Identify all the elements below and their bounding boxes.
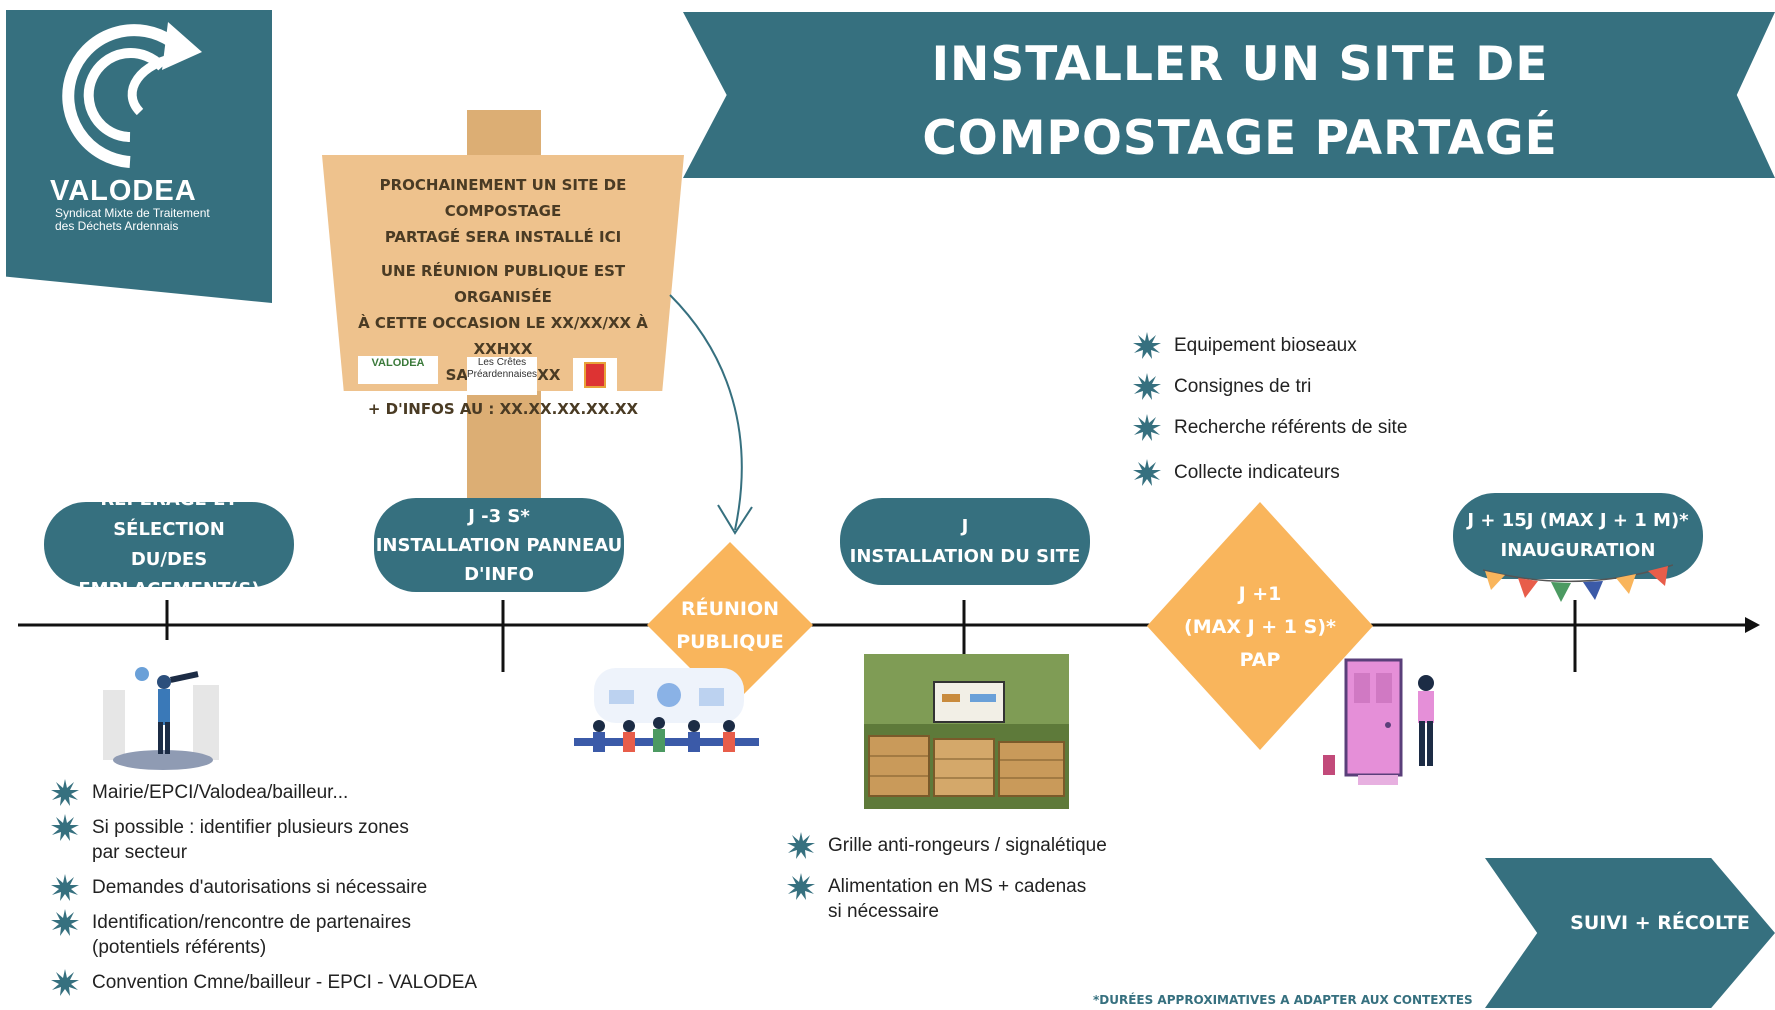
list-item: Collecte indicateurs [1132, 459, 1462, 486]
bunting-icon [1483, 564, 1673, 602]
list-item-text: Mairie/EPCI/Valodea/bailleur... [92, 782, 349, 803]
step-installation-line1: J [961, 515, 969, 537]
valodea-swirl-icon [62, 22, 202, 168]
list-item-text: Grille anti-rongeurs / signalétique [828, 835, 1107, 856]
compost-bins-photo [864, 654, 1069, 809]
list-item-text: Equipement bioseaux [1174, 335, 1357, 356]
asterisk-bullet-icon [1133, 414, 1161, 441]
step-installation-site: J INSTALLATION DU SITE [840, 498, 1090, 585]
step-reperage: REPÉRAGE ET SÉLECTION DU/DES EMPLACEMENT… [44, 489, 294, 600]
footnote: *DURÉES APPROXIMATIVES A ADAPTER AUX CON… [1093, 993, 1473, 1007]
suivi-recolte-label: SUIVI + RÉCOLTE [1570, 912, 1750, 934]
sign-board [322, 155, 684, 391]
list-item: Mairie/EPCI/Valodea/bailleur... [50, 779, 500, 806]
sign-line1: PROCHAINEMENT UN SITE DE COMPOSTAGE [379, 176, 627, 220]
list-pap: Equipement bioseaux Consignes de tri Rec… [1132, 332, 1462, 486]
meeting-illustration [574, 668, 759, 752]
list-item-text: Si possible : identifier plusieurs zones… [92, 817, 409, 863]
list-item-text: Recherche référents de site [1174, 417, 1408, 438]
sign-line4: À CETTE OCCASION LE XX/XX/XX À XXHXX [358, 314, 648, 358]
title-line1: INSTALLER UN SITE DE [931, 37, 1549, 92]
list-item-text: Consignes de tri [1174, 376, 1312, 397]
title-banner [683, 12, 1775, 178]
list-item: Grille anti-rongeurs / signalétique [786, 832, 1116, 859]
list-installation: Grille anti-rongeurs / signalétique Alim… [786, 832, 1116, 924]
person-telescope-illustration [103, 667, 219, 770]
list-item-text: Identification/rencontre de partenaires … [92, 912, 411, 958]
door-visit-illustration [1323, 658, 1434, 785]
sign-logo-valodea-text: VALODEA [371, 357, 425, 369]
asterisk-bullet-icon [51, 779, 79, 806]
sign-logo-cretes: Les Crêtes Préardennaises [467, 357, 537, 395]
sign-logo-cretes-line1: Les Crêtes [477, 357, 527, 368]
timeline [18, 600, 1760, 672]
asterisk-bullet-icon [51, 814, 79, 841]
asterisk-bullet-icon [1133, 373, 1161, 400]
page-title: INSTALLER UN SITE DE COMPOSTAGE PARTAGÉ [900, 28, 1580, 176]
list-item-text: Collecte indicateurs [1174, 462, 1340, 483]
sign-line2: PARTAGÉ SERA INSTALLÉ ICI [384, 228, 622, 246]
list-item-text: Convention Cmne/bailleur - EPCI - VALODE… [92, 972, 478, 993]
sign-logo-valodea: VALODEA [358, 356, 438, 384]
step-panneau-line2: INSTALLATION PANNEAU [375, 534, 623, 556]
step-inauguration-line1: J + 15J (MAX J + 1 M)* [1467, 510, 1689, 531]
step-panneau-line3: D'INFO [464, 563, 534, 585]
step-pap-line2: (MAX J + 1 S)* [1184, 616, 1336, 638]
list-item: Recherche référents de site [1132, 414, 1462, 441]
list-item: Si possible : identifier plusieurs zones… [50, 814, 422, 865]
asterisk-bullet-icon [1133, 459, 1161, 486]
list-item: Consignes de tri [1132, 373, 1462, 400]
sign-logo-cretes-line2: Préardennaises [467, 369, 538, 380]
list-item: Alimentation en MS + cadenas si nécessai… [786, 873, 1098, 924]
list-item: Demandes d'autorisations si nécessaire [50, 874, 500, 901]
step-reunion-line1: RÉUNION [680, 598, 780, 620]
asterisk-bullet-icon [787, 832, 815, 859]
sign-logo-coat-of-arms [573, 358, 617, 392]
asterisk-bullet-icon [51, 969, 79, 996]
list-reperage: Mairie/EPCI/Valodea/bailleur... Si possi… [50, 779, 500, 996]
step-reunion: RÉUNION PUBLIQUE [660, 593, 800, 659]
sign-line6: + D'INFOS AU : XX.XX.XX.XX.XX [367, 400, 639, 418]
sign-line3: UNE RÉUNION PUBLIQUE EST ORGANISÉE [380, 262, 626, 306]
list-item-text: Demandes d'autorisations si nécessaire [92, 877, 428, 898]
step-reunion-line2: PUBLIQUE [676, 631, 784, 653]
step-installation-line2: INSTALLATION DU SITE [849, 545, 1081, 567]
logo-subtitle-line1: Syndicat Mixte de Traitement [55, 206, 210, 220]
step-pap-line1: J +1 [1238, 583, 1282, 605]
list-item: Equipement bioseaux [1132, 332, 1462, 359]
step-inauguration-line2: INAUGURATION [1500, 540, 1656, 561]
asterisk-bullet-icon [51, 909, 79, 936]
step-pap-line3: PAP [1239, 649, 1281, 671]
asterisk-bullet-icon [787, 873, 815, 900]
curved-arrow-icon [669, 294, 753, 535]
step-reperage-line1: REPÉRAGE ET SÉLECTION [100, 488, 238, 540]
list-item-text: Alimentation en MS + cadenas si nécessai… [828, 876, 1087, 922]
asterisk-bullet-icon [51, 874, 79, 901]
step-panneau-line1: J -3 S* [468, 505, 530, 527]
step-reperage-line2: DU/DES EMPLACEMENT(S) [78, 548, 260, 600]
logo-subtitle-line2: des Déchets Ardennais [55, 219, 179, 233]
step-panneau: J -3 S* INSTALLATION PANNEAU D'INFO [374, 498, 624, 592]
step-pap: J +1 (MAX J + 1 S)* PAP [1170, 578, 1350, 677]
logo-name: VALODEA [50, 175, 197, 207]
title-line2: COMPOSTAGE PARTAGÉ [922, 111, 1558, 166]
list-item: Convention Cmne/bailleur - EPCI - VALODE… [50, 969, 500, 996]
asterisk-bullet-icon [1133, 332, 1161, 359]
step-inauguration: J + 15J (MAX J + 1 M)* INAUGURATION [1453, 493, 1703, 579]
logo-subtitle: Syndicat Mixte de Traitement des Déchets… [55, 207, 210, 233]
list-item: Identification/rencontre de partenaires … [50, 909, 472, 960]
